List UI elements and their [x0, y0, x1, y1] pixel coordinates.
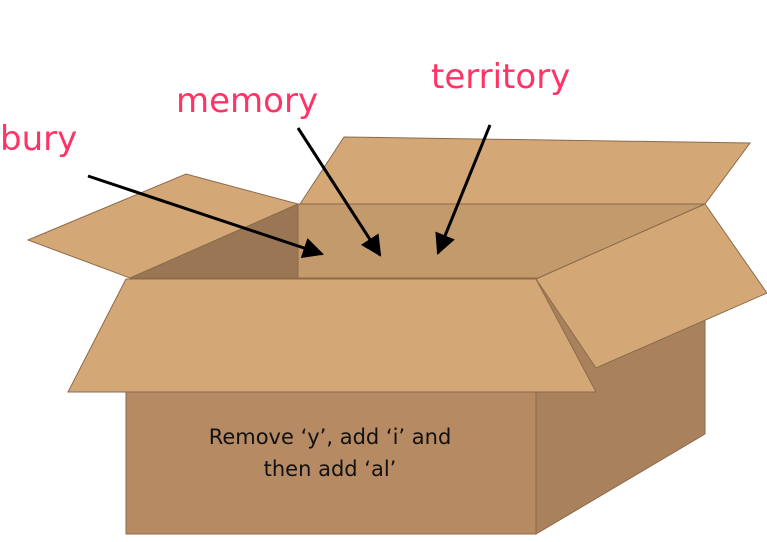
instruction-text: Remove ‘y’, add ‘i’ and then add ‘al’	[150, 421, 510, 485]
box-front-flap	[67, 278, 597, 393]
box-left-flap	[26, 173, 300, 279]
box-back-flap	[299, 136, 751, 205]
arrow-territory	[435, 124, 492, 255]
arrow-memory	[296, 127, 382, 257]
word-memory-label: memory	[176, 81, 319, 121]
arrow-bury	[87, 174, 324, 258]
word-territory-label: territory	[431, 57, 571, 97]
word-bury-label: bury	[0, 119, 78, 159]
box-right-flap	[535, 203, 767, 369]
instruction-line-2: then add ‘al’	[263, 457, 397, 481]
instruction-line-1: Remove ‘y’, add ‘i’ and	[208, 425, 452, 449]
